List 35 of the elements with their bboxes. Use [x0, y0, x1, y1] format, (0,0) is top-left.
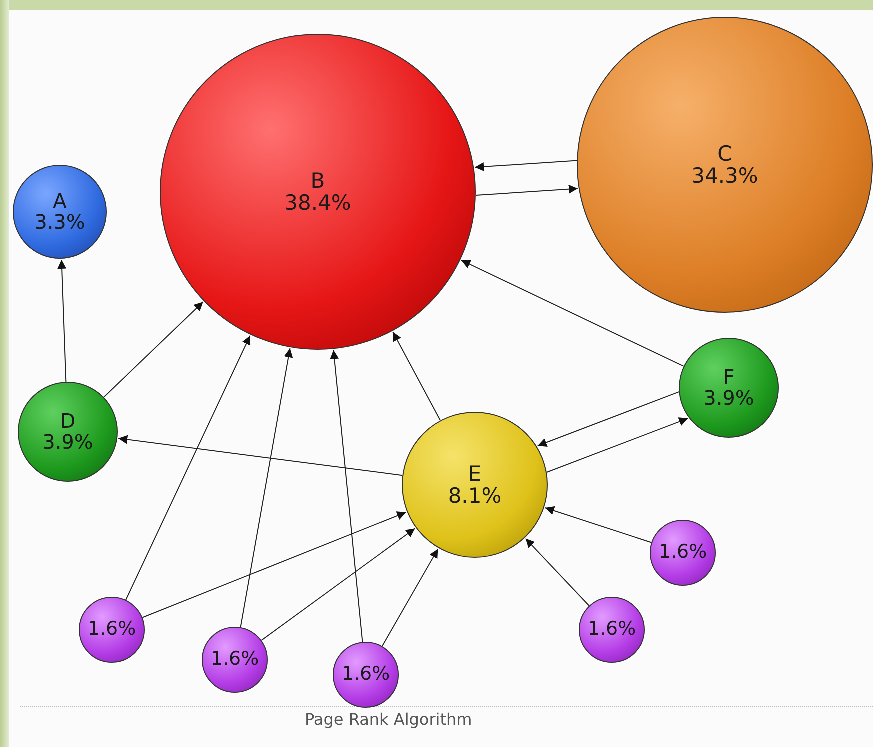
- rank-value: 8.1%: [448, 485, 502, 508]
- rank-value: 1.6%: [588, 620, 636, 640]
- arrow: [126, 335, 251, 601]
- arrow: [330, 350, 364, 643]
- rank-value: 34.3%: [692, 165, 758, 188]
- rank-value: 3.3%: [34, 212, 86, 233]
- arrow: [544, 506, 652, 544]
- node-name: D: [60, 411, 76, 432]
- arrow: [382, 548, 439, 647]
- arrow: [261, 528, 416, 642]
- rank-value: 3.9%: [42, 432, 94, 453]
- arrow: [240, 348, 294, 628]
- rank-value: 38.4%: [284, 192, 352, 214]
- node-name: A: [53, 191, 67, 212]
- node-name: C: [718, 142, 732, 165]
- rank-value: 1.6%: [342, 665, 390, 685]
- arrow: [104, 302, 204, 398]
- arrow: [546, 418, 689, 474]
- arrow: [475, 184, 578, 196]
- rank-value: 1.6%: [658, 543, 708, 563]
- arrow: [392, 332, 442, 422]
- arrow: [58, 259, 67, 383]
- rank-value: 1.6%: [210, 650, 260, 670]
- node-name: F: [723, 367, 735, 388]
- arrow: [537, 392, 680, 447]
- rank-value: 3.9%: [704, 388, 754, 409]
- caption: Page Rank Algorithm: [305, 710, 472, 729]
- arrow: [461, 260, 684, 367]
- node-name: B: [310, 170, 326, 192]
- arrow: [142, 512, 407, 618]
- node-name: E: [468, 462, 482, 485]
- arrow: [474, 160, 578, 172]
- arrow: [118, 435, 404, 476]
- rank-value: 1.6%: [88, 620, 136, 640]
- arrow: [525, 538, 590, 607]
